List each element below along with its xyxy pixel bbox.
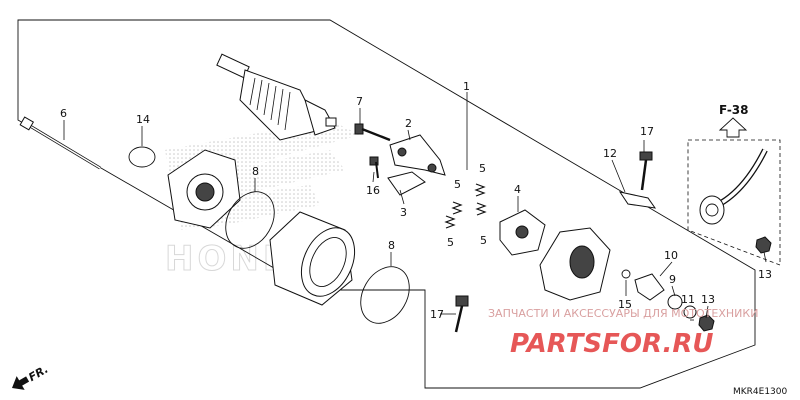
callout-1: 1: [463, 80, 470, 93]
callout-5d: 5: [447, 236, 454, 249]
front-marker-text: FR.: [26, 363, 50, 384]
brush-plate-part: [499, 209, 546, 256]
callout-11: 11: [681, 293, 695, 306]
long-bolt-part: [19, 116, 101, 170]
callout-7: 7: [356, 95, 363, 108]
callout-12: 12: [603, 147, 617, 160]
motor-housing-part: [269, 211, 356, 306]
callout-13a: 13: [758, 268, 772, 281]
front-cover-part: [167, 149, 241, 229]
callout-14: 14: [136, 113, 150, 126]
callout-3: 3: [400, 206, 407, 219]
rear-cover-part: [539, 227, 611, 301]
leader-lines: [63, 92, 767, 321]
gasket-ring-lower: [360, 266, 410, 324]
callout-5b: 5: [454, 178, 461, 191]
callout-16: 16: [366, 184, 380, 197]
terminal-bolt-upper: [639, 151, 653, 191]
watermark-caption: ЗАПЧАСТИ И АКСЕССУАРЫ ДЛЯ МОТОТЕХНИКИ: [488, 307, 758, 320]
brush-terminal-part: [387, 171, 426, 196]
nut-13-upper-part: [755, 236, 772, 254]
bracket-part: [618, 191, 657, 209]
washer-15-part: [621, 269, 631, 279]
assembly-boundary: [17, 19, 756, 389]
reference-label: F-38: [719, 103, 749, 117]
callout-17b: 17: [430, 308, 444, 321]
callout-6: 6: [60, 107, 67, 120]
callout-15: 15: [618, 298, 632, 311]
nut-13-lower-part: [698, 314, 715, 332]
callout-5a: 5: [479, 162, 486, 175]
callout-5c: 5: [480, 234, 487, 247]
nut-10-part: [634, 273, 665, 301]
callout-10: 10: [664, 249, 678, 262]
terminal-bolt-lower: [454, 295, 469, 333]
washer-11-part: [683, 305, 697, 319]
diagram-code: MKR4E1300: [733, 387, 788, 397]
front-direction-marker: FR.: [12, 363, 50, 390]
watermark-site: PARTSFOR.RU: [510, 329, 713, 359]
armature-part: [216, 53, 337, 141]
o-ring-part: [128, 146, 156, 168]
cable-reference-box: [687, 117, 781, 266]
callout-17a: 17: [640, 125, 654, 138]
callout-2: 2: [405, 117, 412, 130]
gasket-ring-upper: [225, 191, 275, 249]
brush-holder-part: [389, 134, 446, 176]
callout-8a: 8: [252, 165, 259, 178]
callout-9: 9: [669, 273, 676, 286]
brush-springs: [444, 183, 487, 229]
callout-13b: 13: [701, 293, 715, 306]
callout-8b: 8: [388, 239, 395, 252]
bolt-16-part: [369, 156, 379, 179]
callout-4: 4: [514, 183, 521, 196]
bolt-7-part: [354, 123, 391, 142]
